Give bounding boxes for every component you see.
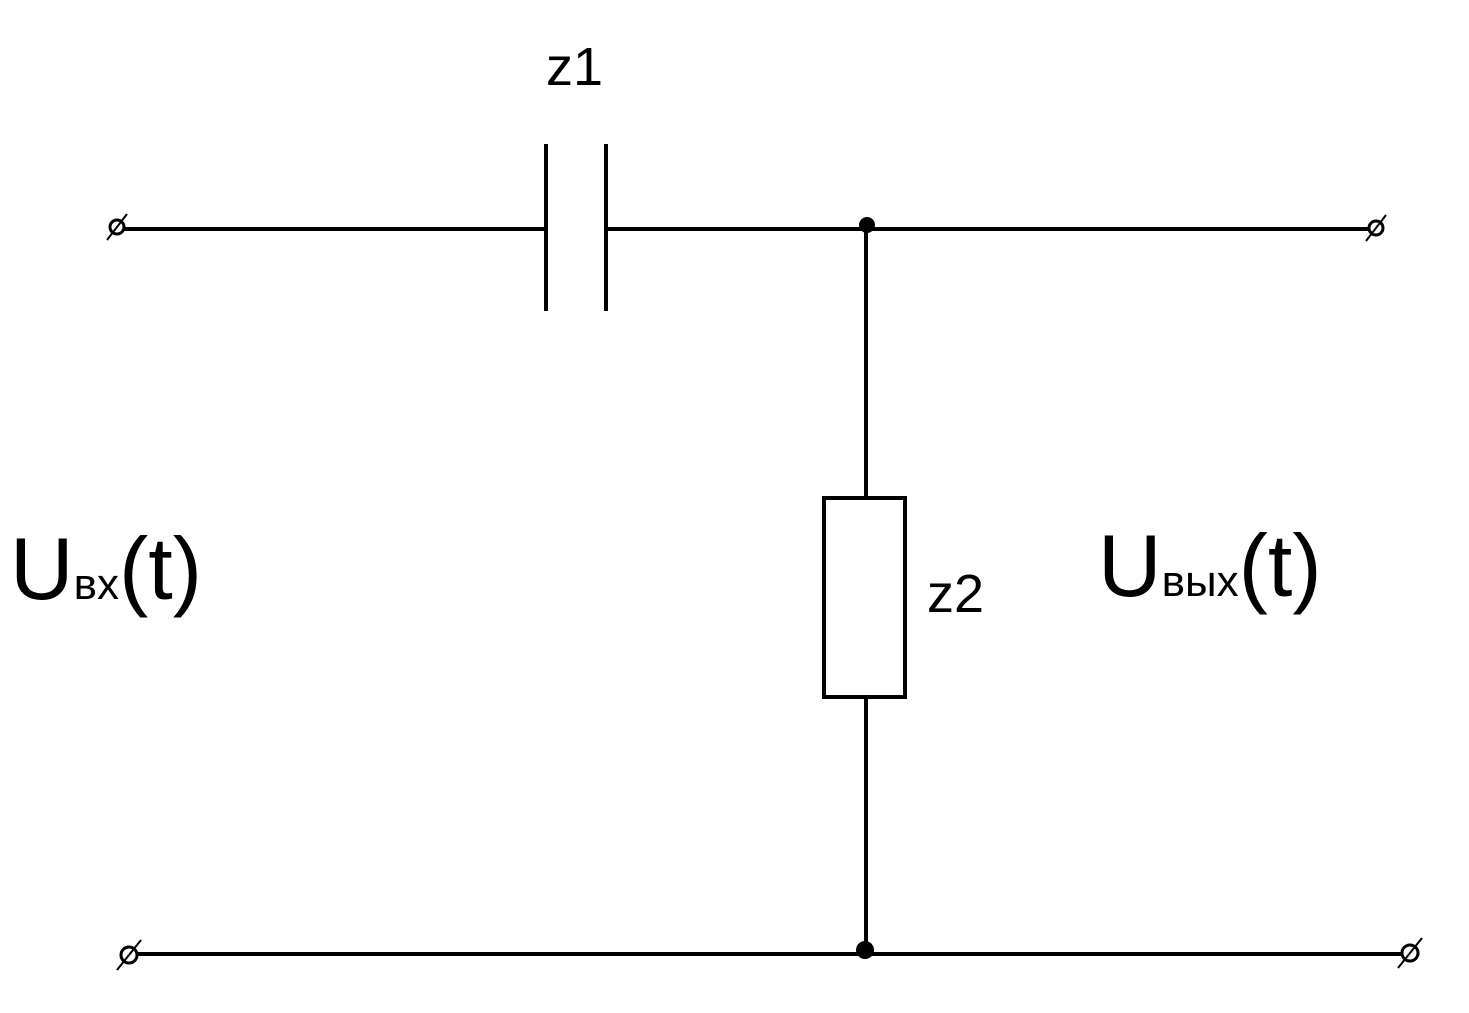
input-voltage-subscript: вх (74, 560, 119, 609)
junction-bottom (856, 941, 874, 959)
resistor-label: z2 (927, 564, 984, 624)
input-voltage-argument: (t) (119, 519, 202, 618)
input-voltage-symbol: U (10, 519, 74, 618)
terminal-input-top (106, 213, 128, 241)
output-voltage-symbol: U (1098, 516, 1162, 615)
junction-top (859, 217, 875, 233)
output-voltage-argument: (t) (1239, 516, 1322, 615)
input-voltage-label: Uвх(t) (10, 519, 202, 618)
terminal-output-top (1365, 214, 1387, 242)
capacitor-label: z1 (546, 37, 603, 97)
resistor-z2 (822, 496, 907, 699)
capacitor-z1 (544, 144, 608, 311)
output-voltage-subscript: вых (1162, 557, 1239, 606)
terminal-output-bottom (1397, 937, 1423, 969)
output-voltage-label: Uвых(t) (1098, 516, 1322, 615)
terminal-input-bottom (116, 939, 142, 971)
